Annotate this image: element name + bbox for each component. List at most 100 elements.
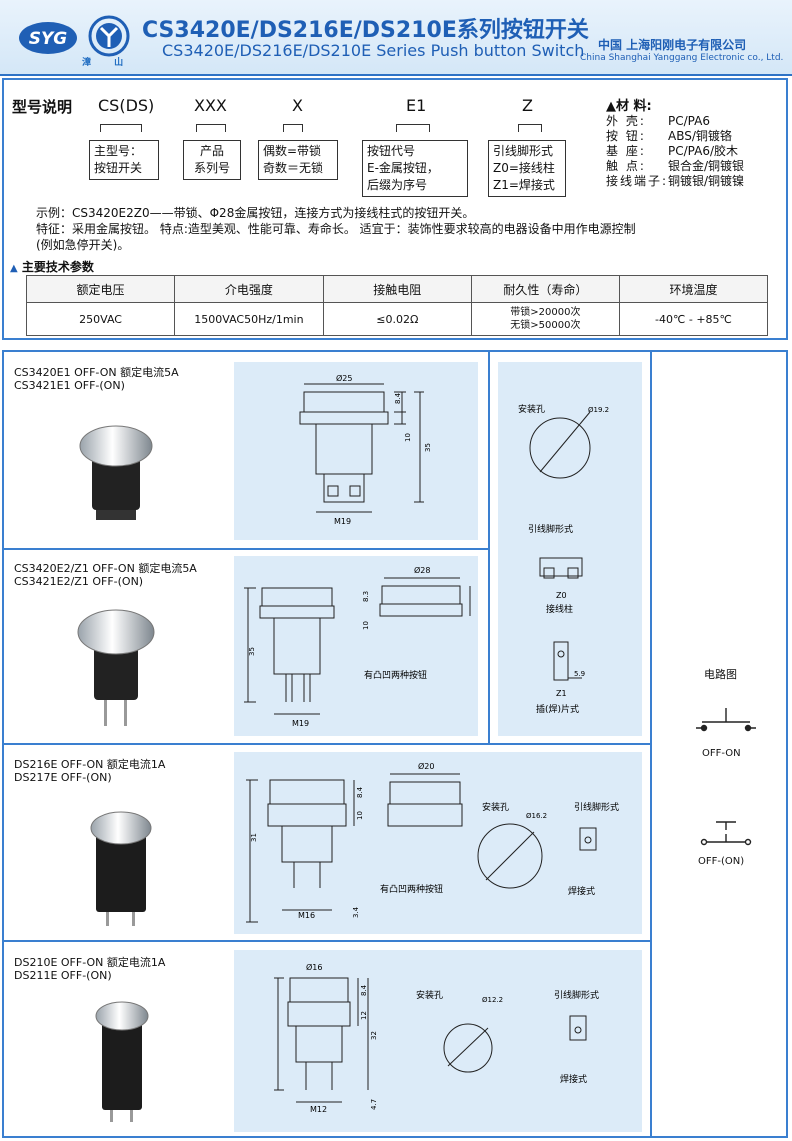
header-banner (0, 0, 792, 76)
hole-label: 安装孔 (482, 801, 509, 813)
dim-label: 8.4 (360, 984, 368, 996)
dim-label: 12 (360, 1011, 368, 1020)
material-row: 接线端子:铜镀银/铜镀镍 (606, 172, 744, 189)
bracket (283, 124, 303, 132)
dim-label: 8.3 (362, 591, 370, 602)
dim-label: Ø20 (418, 761, 434, 771)
pin-label: 引线脚形式 (554, 989, 599, 1001)
dim-label: 10 (404, 433, 412, 442)
dimension-drawing: Ø25 8.4 10 35 M19 (299, 373, 432, 526)
dim-label: Ø28 (414, 565, 430, 575)
pin-type-label: 焊接式 (560, 1073, 587, 1085)
desc-box-button: 按钮代号 E-金属按钮， 后缀为序号 (362, 140, 468, 197)
dimension-drawing: 35 M19 Ø28 8.3 10 有凸凹两种按钮 (244, 565, 471, 728)
drawing-panel (498, 362, 642, 736)
dim-label: 8.4 (394, 392, 402, 404)
spec-table: 额定电压 介电强度 接触电阻 耐久性（寿命） 环境温度 250VAC 1500V… (25, 275, 769, 336)
switch-symbol-icon (696, 708, 756, 732)
page-subtitle: CS3420E/DS216E/DS210E Series Push button… (162, 41, 585, 60)
product-line: DS211E OFF-(ON) (14, 969, 112, 982)
desc-line: 后缀为序号 (367, 178, 428, 192)
table-cell: ≤0.02Ω (322, 302, 472, 336)
dimension-drawing: Ø16 8.4 12 32 4.7 M12 安装孔 Ø12.2 引线脚形式 焊接… (274, 962, 599, 1114)
model-spec-box (2, 78, 788, 340)
yanggang-logo-icon (88, 15, 130, 57)
company-name-cn: 中国 上海阳刚电子有限公司 (598, 38, 747, 52)
dim-label: M19 (292, 719, 309, 728)
bracket (518, 124, 542, 132)
material-key: 接线端子: (606, 174, 669, 188)
code-button: E1 (406, 96, 427, 115)
table-header: 耐久性（寿命） (470, 275, 620, 303)
material-row: 按 钮:ABS/铜镀铬 (606, 127, 732, 144)
specs-title-text: 主要技术参数 (21, 260, 94, 274)
dim-label: Ø25 (336, 373, 352, 383)
dim-label: 32 (370, 1031, 378, 1040)
bracket (196, 124, 226, 132)
product-photo (90, 811, 152, 926)
product-photo (95, 1001, 149, 1122)
desc-line: Z1=焊接式 (493, 178, 555, 192)
product-line: CS3421E1 OFF-(ON) (14, 379, 125, 392)
table-row: 额定电压 介电强度 接触电阻 耐久性（寿命） 环境温度 (25, 275, 769, 303)
material-key: 触 点: (606, 159, 646, 173)
dim-label: Ø12.2 (482, 996, 503, 1004)
code-lock: X (292, 96, 303, 115)
code-main: CS(DS) (98, 96, 155, 115)
product-line: DS217E OFF-(ON) (14, 771, 112, 784)
desc-line: 奇数＝无锁 (263, 161, 324, 175)
dim-label: Ø19.2 (588, 406, 609, 414)
table-header: 环境温度 (618, 275, 769, 303)
material-row: 外 壳:PC/PA6 (606, 112, 710, 129)
momentary-switch-icon (700, 821, 752, 846)
dim-label: 4.7 (370, 1099, 378, 1110)
drawing-note: 有凸凹两种按钮 (364, 669, 427, 681)
product-line: DS216E OFF-ON 额定电流1A (14, 758, 166, 771)
material-value: PC/PA6 (668, 114, 710, 128)
material-row: 基 座:PC/PA6/胶木 (606, 142, 738, 159)
product-photo (77, 609, 155, 726)
table-header: 额定电压 (25, 275, 176, 303)
pin-name: 接线柱 (546, 603, 573, 615)
desc-line: 按钮代号 (367, 144, 416, 158)
material-row: 触 点: 银合金/铜镀银 (606, 157, 744, 174)
circuit-title: 电路图 (704, 668, 737, 681)
dim-label: M19 (334, 517, 351, 526)
dim-label: 31 (250, 833, 258, 842)
pin-code: Z1 (556, 689, 567, 698)
table-cell: -40℃ - +85℃ (618, 302, 769, 336)
desc-box-main: 主型号： 按钮开关 (89, 140, 159, 180)
code-series: XXX (194, 96, 227, 115)
dim-label: 8.4 (356, 786, 364, 798)
drawing-note: 有凸凹两种按钮 (380, 883, 443, 895)
desc-line: E-金属按钮， (367, 161, 439, 175)
dim-label: Ø16.2 (526, 812, 547, 820)
product-line: DS210E OFF-ON 额定电流1A (14, 956, 166, 969)
desc-line: 系列号 (193, 161, 230, 175)
table-cell: 1500VAC50Hz/1min (174, 302, 324, 336)
table-header: 介电强度 (174, 275, 324, 303)
feature-note-cont: (例如急停开关)。 (36, 238, 130, 252)
dim-label: M12 (310, 1105, 327, 1114)
hole-label: 安装孔 (416, 989, 443, 1001)
circuit-off-on-mom: OFF-(ON) (698, 856, 745, 867)
mounting-drawing: 安装孔 Ø19.2 引线脚形式 Z0 接线柱 5.9 Z1 插(焊)片式 (518, 403, 609, 715)
desc-line: 引线脚形式 (493, 144, 554, 158)
hole-label: 安装孔 (518, 403, 545, 415)
desc-line: 按钮开关 (94, 161, 143, 175)
product-line: CS3420E1 OFF-ON 额定电流5A (14, 366, 179, 379)
page-title: CS3420E/DS216E/DS210E系列按钮开关 (142, 18, 589, 43)
syg-logo: SYG (19, 22, 77, 54)
material-value: 银合金/铜镀银 (668, 159, 745, 173)
product-line: CS3420E2/Z1 OFF-ON 额定电流5A (14, 562, 197, 575)
material-key: 基 座: (606, 144, 646, 158)
dim-label: Ø16 (306, 962, 322, 972)
dim-label: 3.4 (352, 906, 360, 918)
feature-note: 特征：采用金属按钮。 特点:造型美观、性能可靠、寿命长。 适宜于：装饰性要求较高… (36, 222, 636, 236)
desc-box-lock: 偶数=带锁 奇数＝无锁 (258, 140, 338, 180)
circuit-off-on: OFF-ON (702, 748, 741, 759)
dim-label: 10 (362, 621, 370, 630)
